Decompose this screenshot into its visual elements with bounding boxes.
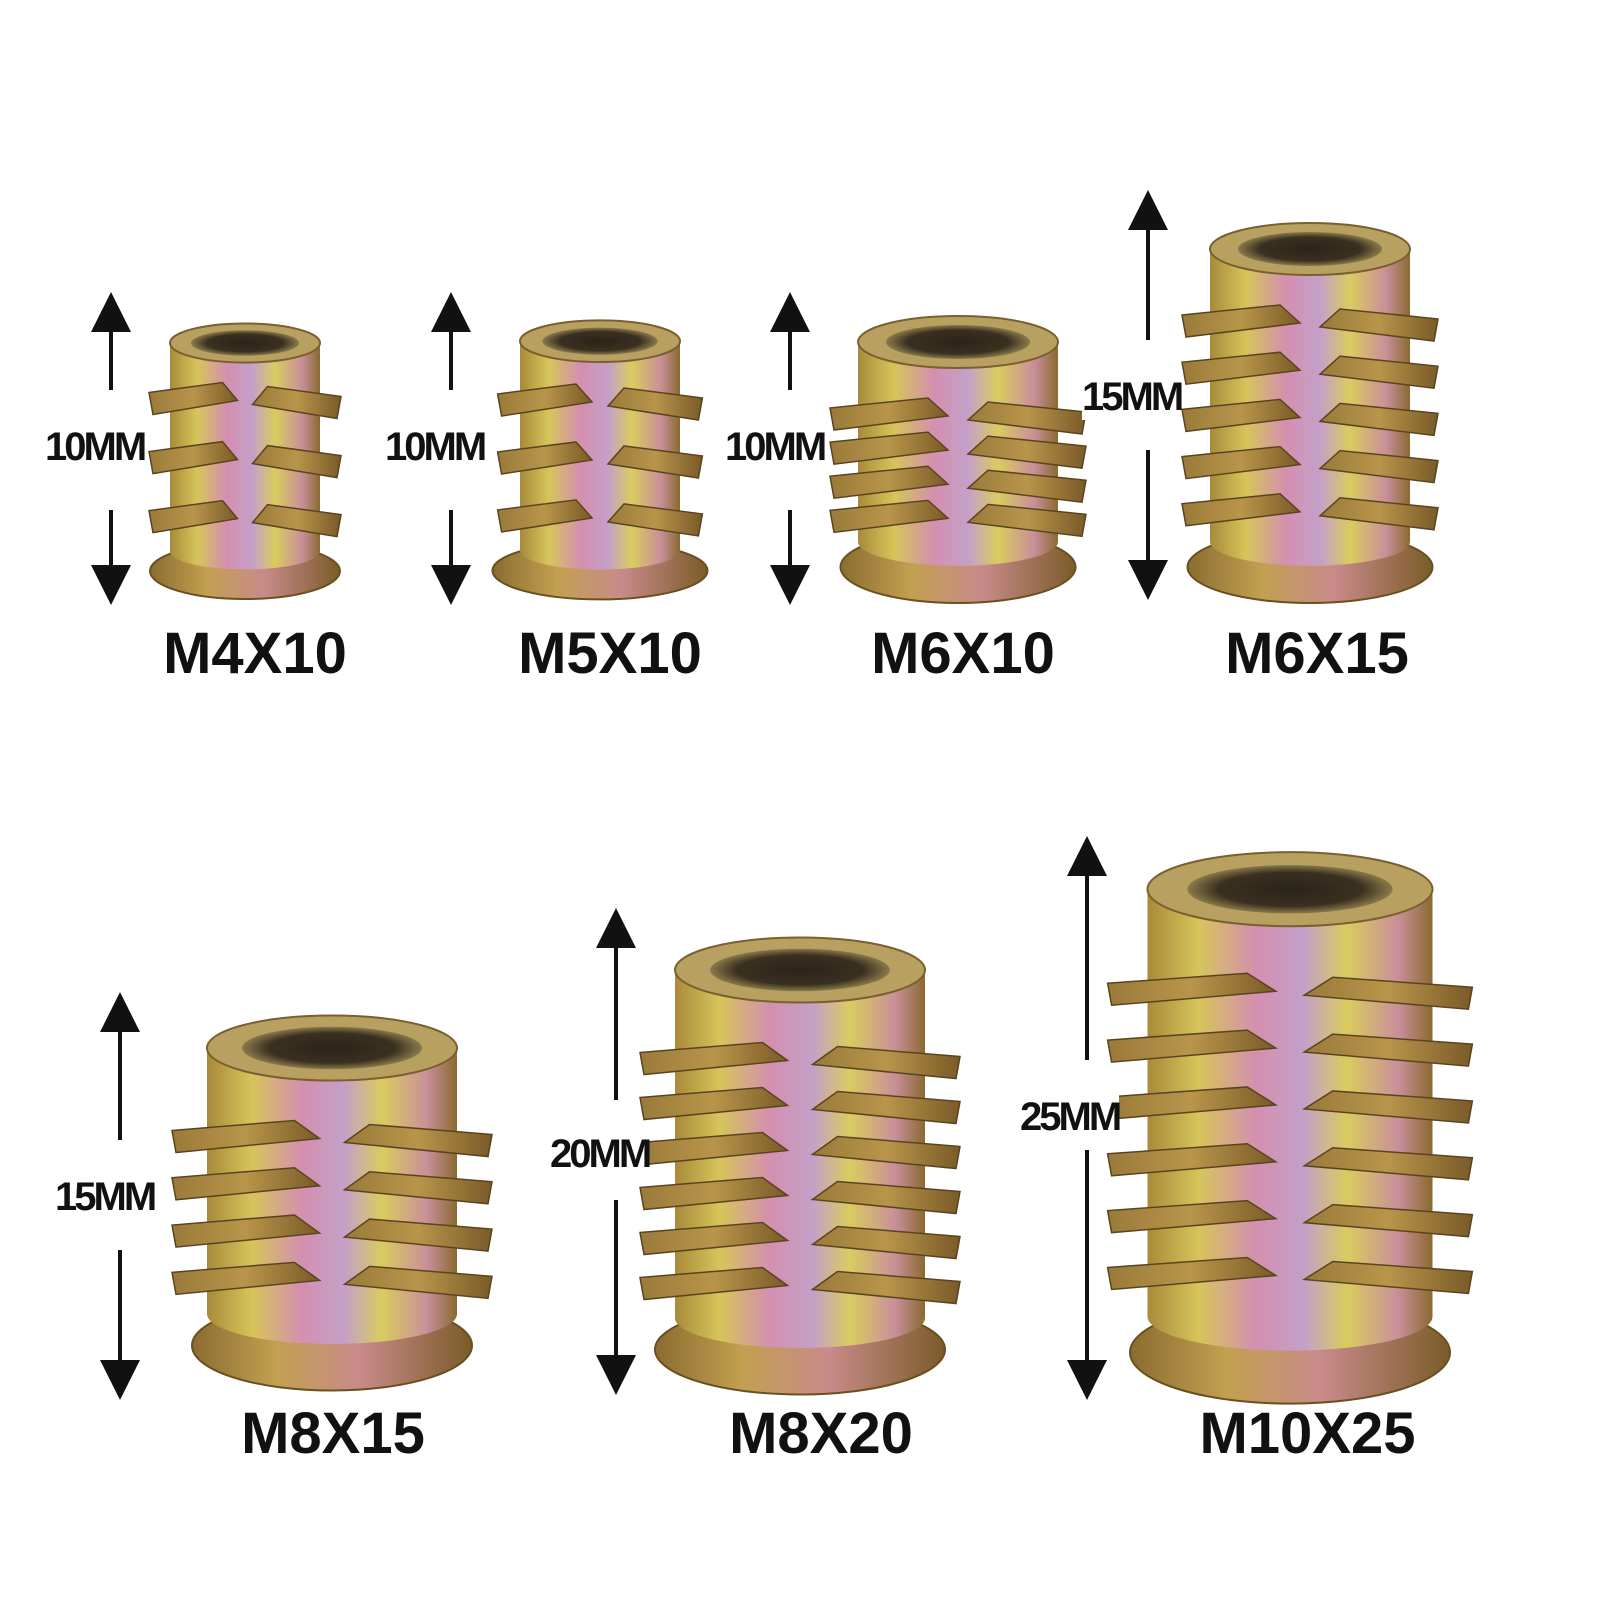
- dimension-label-m10x25: 25MM: [1020, 1095, 1122, 1140]
- threaded-hole: [710, 948, 890, 992]
- dimension-label-m8x20: 20MM: [550, 1132, 652, 1177]
- dimension-label-m5x10: 10MM: [385, 425, 487, 470]
- thread-ridge: [1181, 493, 1302, 527]
- size-label-m6x15: M6X15: [1225, 621, 1409, 686]
- dimension-label-m4x10: 10MM: [45, 425, 147, 470]
- threaded-hole: [542, 327, 658, 355]
- thread-ridge: [639, 1176, 790, 1211]
- thread-ridge: [496, 499, 594, 533]
- size-label-m8x15: M8X15: [241, 1401, 425, 1466]
- size-label-m8x20: M8X20: [729, 1401, 913, 1466]
- thread-ridge: [639, 1221, 790, 1256]
- thread-ridge: [1181, 304, 1302, 338]
- size-label-m10x25: M10X25: [1199, 1401, 1416, 1466]
- thread-ridge: [1106, 1143, 1279, 1177]
- thread-ridge: [1106, 972, 1279, 1007]
- thread-ridge: [496, 383, 594, 417]
- thread-ridge: [829, 465, 950, 500]
- thread-ridge: [829, 397, 950, 431]
- thread-ridge: [1106, 1256, 1279, 1291]
- dimension-label-m6x10: 10MM: [725, 425, 827, 470]
- dimension-label-m6x15: 15MM: [1082, 375, 1184, 420]
- thread-ridge: [639, 1041, 790, 1076]
- insert-body: [1210, 249, 1410, 542]
- threaded-hole: [886, 325, 1030, 359]
- thread-ridge: [829, 499, 950, 534]
- size-label-m5x10: M5X10: [518, 621, 702, 686]
- thread-ridge: [1106, 1199, 1279, 1234]
- thread-ridge: [171, 1167, 322, 1201]
- thread-ridge: [171, 1214, 322, 1248]
- thread-ridge: [496, 441, 594, 475]
- thread-ridge: [1181, 398, 1302, 433]
- dimension-label-m8x15: 15MM: [55, 1175, 157, 1220]
- thread-ridge: [171, 1119, 322, 1154]
- thread-ridge: [639, 1086, 790, 1121]
- thread-ridge: [1106, 1029, 1279, 1063]
- thread-ridge: [148, 499, 239, 534]
- thread-ridge: [171, 1261, 322, 1296]
- thread-ridge: [829, 431, 950, 465]
- size-label-m4x10: M4X10: [163, 621, 347, 686]
- thread-ridge: [639, 1266, 790, 1301]
- threaded-hole: [1187, 864, 1393, 914]
- thread-ridge: [1181, 351, 1302, 386]
- threaded-hole: [191, 330, 299, 356]
- size-label-m6x10: M6X10: [871, 621, 1055, 686]
- thread-ridge: [1181, 445, 1302, 480]
- thread-ridge: [148, 440, 239, 475]
- threaded-hole: [242, 1026, 422, 1070]
- threaded-hole: [1238, 232, 1382, 266]
- thread-ridge: [148, 381, 239, 416]
